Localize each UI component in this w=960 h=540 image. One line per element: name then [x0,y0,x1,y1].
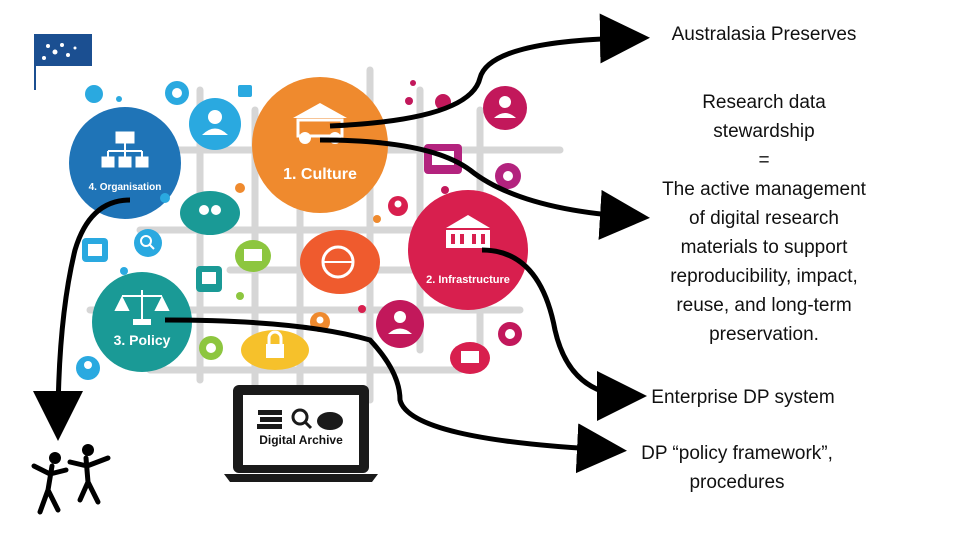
annotation-enterprise: Enterprise DP system [651,387,835,408]
user-icon [483,86,527,130]
stewardship-line: materials to support [680,237,848,258]
archive-label: Digital Archive [259,433,343,447]
gear-icon [495,163,521,189]
stewardship-line: preservation. [709,324,819,345]
arrow-policy-to-framework [164,317,627,474]
node-culture-label: 1. Culture [283,166,357,183]
gear-icon [165,81,189,105]
arrow-culture-to-stewardship [319,137,650,240]
stewardship-line: reproducibility, impact, [670,266,858,287]
node-infrastructure-label: 2. Infrastructure [426,274,510,286]
stewardship-line: The active management [662,179,866,200]
user-icon [189,98,241,150]
node-culture: 1. Culture [252,77,388,213]
user-icon [180,191,240,235]
stewardship-line: of digital research [689,208,839,229]
mail-icon [450,342,490,374]
gear-icon [199,336,223,360]
search-icon [134,229,162,257]
node-organisation-label: 4. Organisation [89,182,162,193]
arrow-organisation-to-people [33,197,131,441]
stewardship-line: = [758,150,770,171]
node-organisation: 4. Organisation [69,107,181,219]
gear-icon [498,322,522,346]
annotation-policy-framework: DP “policy framework”, procedures [612,439,862,497]
chat-bubble-icon [82,238,108,262]
decorative-dots [85,80,451,313]
arrow-culture-to-australasia [329,13,650,129]
people-dancing-icon [31,444,111,515]
annotation-australasia: Australasia Preserves [671,24,857,45]
books-icon [257,410,282,429]
org-chart-icon [101,131,149,168]
stewardship-line: stewardship [713,121,815,142]
policy-line: DP “policy framework”, [641,443,833,464]
search-icon [291,408,313,430]
mail-icon [235,240,271,272]
globe-cloud-icon [300,230,380,294]
lock-cloud-icon [317,412,343,430]
stewardship-line: Research data [702,92,826,113]
annotation-stewardship: Research data stewardship = The active m… [634,88,894,349]
stewardship-line: reuse, and long-term [676,295,852,316]
lock-cloud-icon [241,330,309,370]
policy-line: procedures [689,472,785,493]
scales-icon [114,290,170,325]
node-policy: 3. Policy [92,272,192,372]
chat-bubble-icon [238,85,252,97]
user-icon [388,196,408,216]
arrow-infrastructure-to-enterprise [481,247,647,421]
laptop-icon: Digital Archive [224,385,378,482]
arrows [33,13,650,474]
bank-icon [446,215,490,248]
node-infrastructure: 2. Infrastructure [408,190,528,310]
user-icon [376,300,424,348]
user-icon [76,356,100,380]
logo-icon [34,34,92,90]
node-policy-label: 3. Policy [114,332,171,348]
chat-bubble-icon [196,266,222,292]
